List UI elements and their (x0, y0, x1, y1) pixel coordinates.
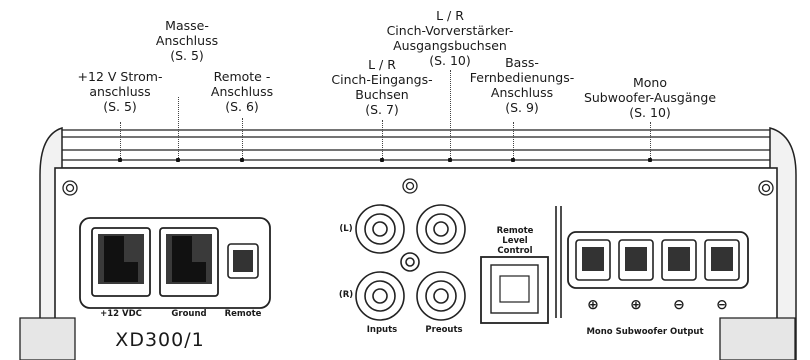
label-12vdc: +12 VDC (100, 309, 142, 319)
label-right: (R) (338, 290, 354, 300)
plus-icon: ⊕ (587, 297, 599, 313)
label-mono-output: Mono Subwoofer Output (586, 327, 704, 337)
leader-eingang (382, 120, 383, 160)
plus-icon: ⊕ (630, 297, 642, 313)
label-preouts: Preouts (425, 325, 463, 335)
label-left: (L) (339, 224, 353, 234)
rca-jacks (355, 204, 466, 321)
mono-output-block (567, 231, 749, 289)
minus-icon: ⊖ (673, 297, 685, 313)
base-right (719, 317, 796, 360)
leader-dot (118, 158, 122, 162)
callout-strom: +12 V Strom-anschluss(S. 5) (77, 69, 163, 114)
leader-dot (380, 158, 384, 162)
minus-icon: ⊖ (716, 297, 728, 313)
screws (62, 178, 774, 196)
leader-dot (511, 158, 515, 162)
leader-dot (240, 158, 244, 162)
leader-dot (448, 158, 452, 162)
leader-dot (176, 158, 180, 162)
base-left (19, 317, 76, 360)
label-inputs: Inputs (366, 325, 398, 335)
leader-vorverstaerker (450, 70, 451, 160)
leader-mono (650, 122, 651, 160)
callout-bass: Bass-Fernbedienungs-Anschluss(S. 9) (469, 55, 575, 115)
leader-remote (242, 118, 243, 160)
callout-masse: Masse-Anschluss(S. 5) (155, 18, 219, 63)
model-logo: XD300/1 (115, 329, 205, 351)
leader-dot (648, 158, 652, 162)
leader-bass (513, 122, 514, 160)
label-ground: Ground (171, 309, 207, 319)
label-remote: Remote (224, 309, 262, 319)
heatsink-ribs (62, 129, 770, 169)
leader-strom (120, 122, 121, 160)
leader-masse (178, 97, 179, 160)
callout-remote: Remote -Anschluss(S. 6) (210, 69, 274, 114)
